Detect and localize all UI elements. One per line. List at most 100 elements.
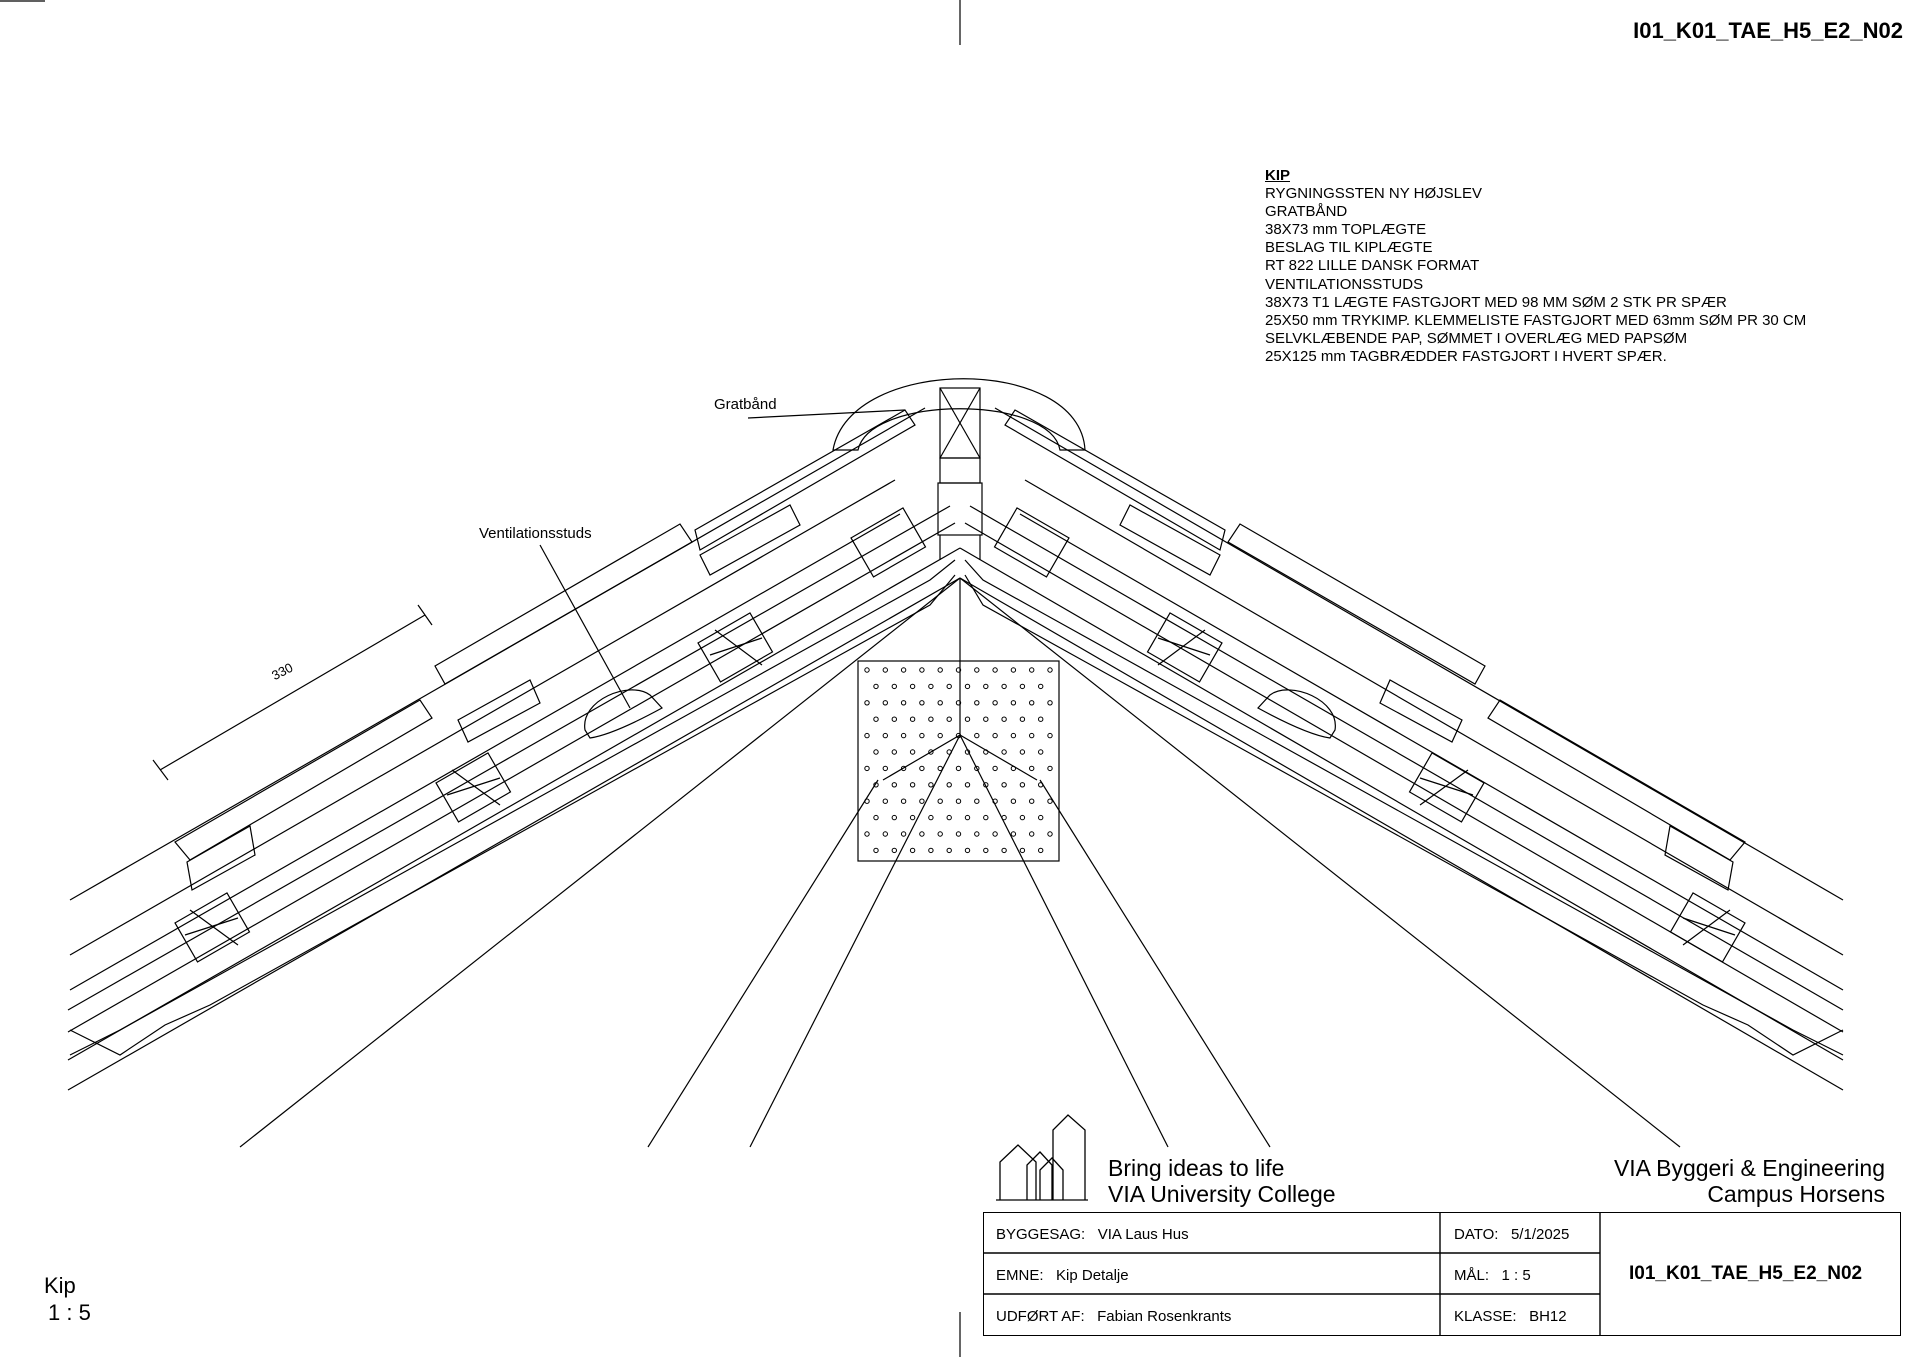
- note-line: RYGNINGSSTEN NY HØJSLEV: [1265, 185, 1483, 203]
- nail-hole: [1019, 683, 1026, 690]
- nail-hole: [937, 831, 943, 837]
- nail-hole: [974, 667, 980, 673]
- nail-hole: [909, 782, 916, 788]
- note-line: 25X50 mm TRYKIMP. KLEMMELISTE FASTGJORT …: [1265, 311, 1807, 329]
- nail-hole: [1029, 765, 1035, 772]
- nail-hole: [882, 700, 888, 706]
- note-line: 38X73 mm TOPLÆGTE: [1265, 221, 1427, 239]
- nail-hole: [1010, 667, 1017, 673]
- nail-hole: [955, 700, 962, 706]
- nail-hole: [955, 831, 962, 837]
- nail-hole: [900, 732, 907, 739]
- nail-hole: [864, 700, 870, 706]
- nail-hole: [1038, 716, 1044, 722]
- nail-hole: [1010, 732, 1017, 739]
- udfoert-label: UDFØRT AF:: [996, 1308, 1085, 1325]
- nail-hole: [964, 847, 971, 854]
- nail-hole: [1019, 782, 1026, 788]
- nail-hole: [919, 798, 925, 804]
- nail-hole: [882, 765, 888, 772]
- nail-hole: [928, 749, 934, 755]
- nail-hole: [974, 732, 980, 739]
- nail-hole: [873, 683, 879, 690]
- nail-hole: [882, 798, 888, 804]
- note-line: 38X73 T1 LÆGTE FASTGJORT MED 98 MM SØM 2…: [1265, 293, 1727, 311]
- title-block-lines: [983, 1212, 1601, 1336]
- nail-hole: [1019, 814, 1026, 821]
- nail-hole: [919, 667, 925, 673]
- nail-hole: [900, 700, 907, 706]
- nail-hole: [983, 847, 989, 854]
- branding-left: Bring ideas to life VIA University Colle…: [1108, 1155, 1336, 1207]
- notes-heading: KIP: [1265, 167, 1291, 184]
- nail-hole: [964, 716, 971, 722]
- nail-hole: [900, 765, 907, 772]
- nail-hole: [1010, 831, 1017, 837]
- view-title: Kip: [44, 1273, 76, 1298]
- ventilation-studs: [584, 689, 1336, 739]
- nail-plate: [857, 578, 1060, 862]
- maal-label: MÅL:: [1454, 1267, 1490, 1284]
- nail-hole: [955, 667, 962, 673]
- byggesag-field: BYGGESAG: VIA Laus Hus: [996, 1226, 1189, 1243]
- udfoert-value: Fabian Rosenkrants: [1097, 1308, 1232, 1325]
- nail-hole: [946, 716, 952, 722]
- nail-hole: [1047, 798, 1053, 804]
- nail-hole: [983, 814, 989, 821]
- udfoert-field: UDFØRT AF: Fabian Rosenkrants: [996, 1308, 1231, 1325]
- note-line: 25X125 mm TAGBRÆDDER FASTGJORT I HVERT S…: [1265, 347, 1667, 365]
- nail-hole: [909, 749, 916, 755]
- dato-field: DATO: 5/1/2025: [1454, 1226, 1569, 1243]
- battens: [174, 507, 1746, 963]
- nail-hole: [1029, 798, 1035, 804]
- nail-hole: [909, 683, 916, 690]
- klasse-value: BH12: [1529, 1308, 1567, 1325]
- nail-hole: [1047, 831, 1053, 837]
- maal-value: 1 : 5: [1501, 1267, 1531, 1284]
- nail-hole: [873, 847, 879, 854]
- nail-hole: [1038, 683, 1044, 690]
- byggesag-label: BYGGESAG:: [996, 1226, 1086, 1243]
- material-notes: KIP RYGNINGSSTEN NY HØJSLEV GRATBÅND 38X…: [1265, 167, 1806, 366]
- emne-value: Kip Detalje: [1056, 1267, 1129, 1284]
- nail-hole: [891, 782, 897, 788]
- nail-hole: [937, 732, 943, 739]
- nail-hole: [882, 831, 888, 837]
- nail-hole: [974, 798, 980, 804]
- nail-hole: [891, 847, 897, 854]
- maal-field: MÅL: 1 : 5: [1454, 1267, 1531, 1284]
- nail-hole: [919, 765, 925, 772]
- nail-hole: [891, 683, 897, 690]
- nail-hole: [1029, 732, 1035, 739]
- nail-hole: [1029, 667, 1035, 673]
- nail-hole: [919, 732, 925, 739]
- nail-hole: [1047, 700, 1053, 706]
- rafters: [239, 577, 1681, 1148]
- nail-hole: [1047, 765, 1053, 772]
- nail-hole: [964, 782, 971, 788]
- emne-label: EMNE:: [996, 1267, 1044, 1284]
- nail-hole: [900, 798, 907, 804]
- ridge-assembly: [832, 378, 1086, 560]
- nail-hole: [974, 765, 980, 772]
- nail-hole: [864, 765, 870, 772]
- slogan: Bring ideas to life: [1108, 1155, 1285, 1181]
- nail-hole: [992, 700, 998, 706]
- department-name: VIA Byggeri & Engineering: [1613, 1155, 1885, 1181]
- leader-lines: [539, 409, 906, 709]
- emne-field: EMNE: Kip Detalje: [996, 1267, 1129, 1284]
- nail-hole: [1001, 847, 1007, 854]
- nail-hole: [1047, 732, 1053, 739]
- nail-hole: [1010, 700, 1017, 706]
- note-line: RT 822 LILLE DANSK FORMAT: [1265, 257, 1480, 275]
- nail-hole: [946, 847, 952, 854]
- nail-hole: [928, 683, 934, 690]
- nail-hole: [964, 814, 971, 821]
- roof-left-slope: [67, 407, 961, 1091]
- label-ventilationsstuds: Ventilationsstuds: [479, 525, 592, 542]
- campus-name: Campus Horsens: [1707, 1181, 1885, 1207]
- note-line: VENTILATIONSSTUDS: [1265, 275, 1424, 293]
- nail-hole: [974, 831, 980, 837]
- byggesag-value: VIA Laus Hus: [1097, 1226, 1189, 1243]
- nail-hole: [1038, 749, 1044, 755]
